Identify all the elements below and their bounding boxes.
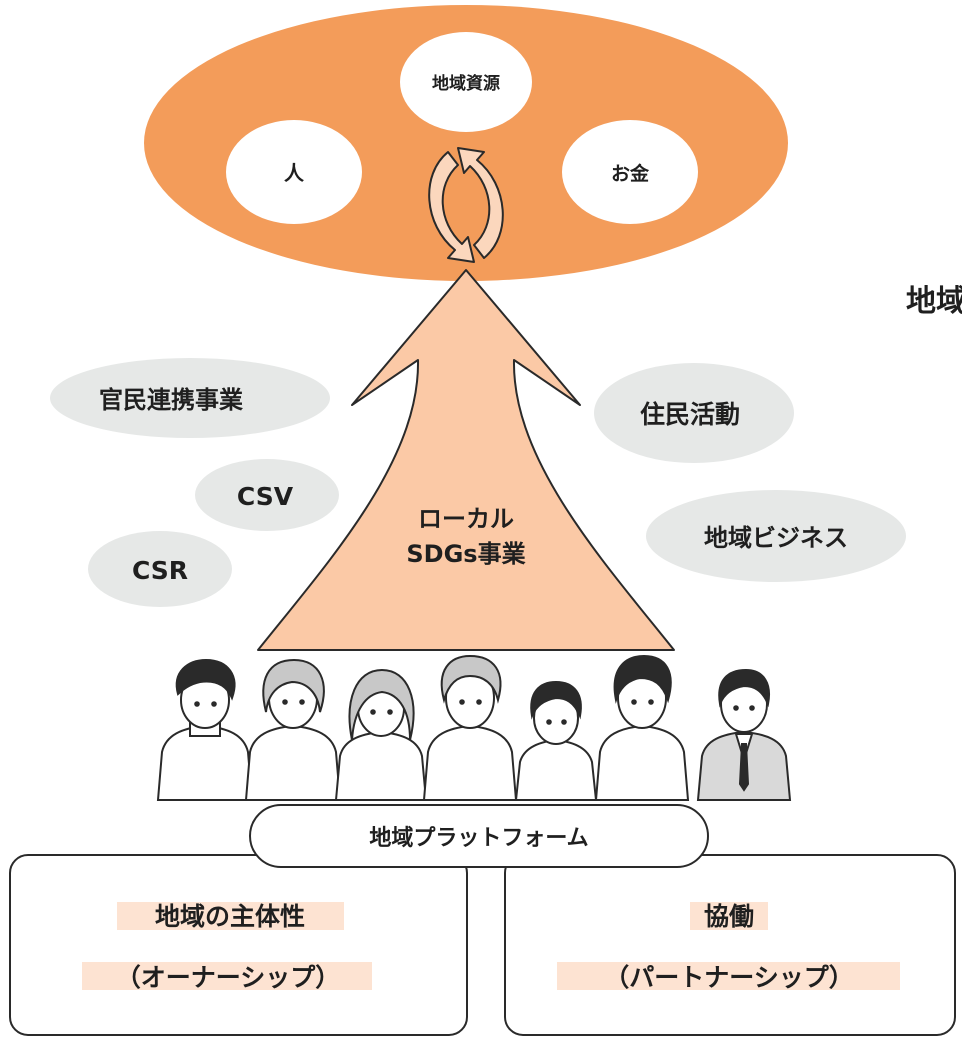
bubble-csr	[88, 531, 232, 607]
platform-pill	[249, 804, 709, 868]
partnership-subtitle: （パートナーシップ）	[604, 963, 854, 992]
platform-label: 地域プラットフォーム	[369, 825, 588, 851]
resource-label: 地域資源	[432, 73, 500, 94]
person-figure	[244, 658, 342, 801]
person-figure	[156, 658, 254, 801]
arrow-label-line2: SDGs事業	[406, 540, 525, 568]
bubble-public-private-label: 官民連携事業	[99, 386, 243, 414]
ownership-sub-highlight	[82, 962, 372, 990]
person-figure	[422, 654, 518, 801]
person-figure	[334, 668, 428, 801]
bubble-csv	[195, 459, 339, 531]
bubble-csv-label: CSV	[237, 482, 294, 511]
resource-circle	[400, 32, 532, 132]
bubble-resident	[594, 363, 794, 463]
ownership-box	[9, 854, 468, 1036]
partnership-title: 協働	[704, 902, 754, 931]
people-circle	[226, 120, 362, 224]
person-figure	[514, 680, 598, 801]
bubble-business	[646, 490, 906, 582]
partnership-title-highlight	[690, 902, 768, 930]
ownership-title: 地域の主体性	[155, 902, 305, 931]
person-figure	[594, 654, 690, 801]
side-heading-line2: ネ	[906, 322, 962, 362]
side-heading-line1: 地域	[906, 284, 962, 319]
bubble-public-private	[50, 358, 330, 438]
people-label: 人	[284, 161, 305, 185]
side-heading: 地域 ネ	[906, 282, 962, 362]
arrow-label-line1: ローカル	[418, 505, 514, 533]
person-figure	[696, 668, 792, 801]
partnership-box	[504, 854, 956, 1036]
cycle-arrows-icon	[428, 147, 504, 263]
people-illustration	[156, 654, 792, 801]
growth-arrow	[257, 269, 675, 651]
ownership-subtitle: （オーナーシップ）	[116, 963, 341, 992]
ownership-title-highlight	[117, 902, 344, 930]
bubble-resident-label: 住民活動	[640, 400, 740, 429]
bubble-business-label: 地域ビジネス	[704, 524, 848, 552]
partnership-sub-highlight	[557, 962, 900, 990]
money-circle	[562, 120, 698, 224]
bubble-csr-label: CSR	[132, 556, 188, 585]
money-label: お金	[611, 162, 650, 185]
